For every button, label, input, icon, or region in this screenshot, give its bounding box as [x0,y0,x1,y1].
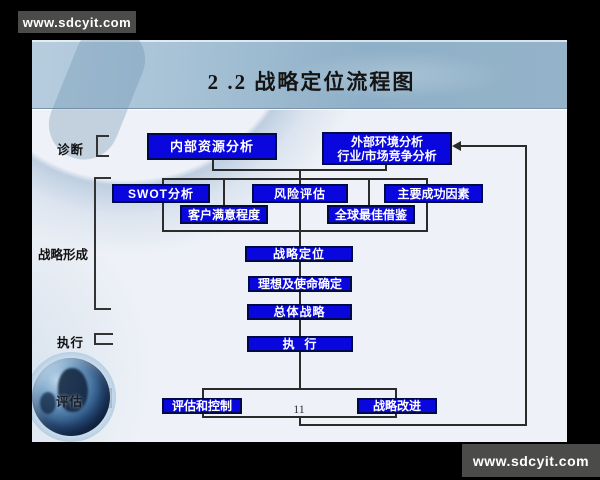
box-execute-label: 执 行 [282,337,318,351]
box-strategic-positioning-label: 战略定位 [272,247,325,261]
stage-label-execution: 执行 [57,336,85,350]
formation-bracket [94,177,111,310]
slide-title: 2 .2 战略定位流程图 [207,70,416,94]
box-swot: SWOT分析 [112,184,210,203]
box-risk-assessment: 风险评估 [252,184,348,203]
box-overall-strategy-label: 总体战略 [273,305,326,319]
slide: 2 .2 战略定位流程图 诊断 战略形成 执行 内部资源分析 外部环境分析 行业… [32,40,567,442]
box-global-benchmark-label: 全球最佳借鉴 [334,207,407,222]
box-key-success-factors-label: 主要成功因素 [397,186,470,201]
feedback-top-line [461,145,527,147]
box-customer-satisfaction: 客户满意程度 [180,205,268,224]
box-key-success-factors: 主要成功因素 [384,184,483,203]
connector-external-stub [385,163,387,170]
connector-customer [223,178,225,207]
diagnosis-bracket [96,135,109,157]
box-evaluation-control: 评估和控制 [162,398,242,414]
feedback-arrowhead-icon [452,141,461,151]
connector-internal-stub [212,160,214,170]
watermark-banner-top: www.sdcyit.com [18,11,136,33]
box-external-analysis-line2: 行业/市场竞争分析 [337,148,437,163]
box-external-analysis-line1: 外部环境分析 [350,134,423,149]
stage-label-formation: 战略形成 [38,248,89,262]
connector-benchmark [368,178,370,207]
feedback-right-line [525,145,527,426]
box-overall-strategy: 总体战略 [247,304,352,320]
analysis-group-frame [162,178,428,232]
stage-label-evaluation: 评估 [56,395,84,409]
globe-icon [32,358,110,436]
box-global-benchmark: 全球最佳借鉴 [327,205,415,224]
box-internal-analysis: 内部资源分析 [147,133,277,160]
feedback-bottom-line [299,424,527,426]
box-swot-label: SWOT分析 [128,186,194,201]
box-execute: 执 行 [247,336,353,352]
watermark-banner-bottom: www.sdcyit.com [462,444,600,477]
page-number: 11 [293,402,305,416]
box-customer-satisfaction-label: 客户满意程度 [187,207,260,222]
box-strategy-improvement: 战略改进 [357,398,437,414]
box-evaluation-control-label: 评估和控制 [171,399,232,413]
watermark-text-bottom: www.sdcyit.com [472,452,590,469]
stage-label-diagnosis: 诊断 [57,143,85,157]
box-strategy-improvement-label: 战略改进 [372,399,421,413]
watermark-text-top: www.sdcyit.com [22,14,132,30]
box-risk-assessment-label: 风险评估 [273,186,326,201]
box-strategic-positioning: 战略定位 [245,246,353,262]
execution-bracket [94,333,113,345]
box-vision-mission: 理想及使命确定 [248,276,352,292]
feedback-stub [299,418,301,426]
box-internal-analysis-label: 内部资源分析 [169,138,254,154]
box-external-analysis: 外部环境分析 行业/市场竞争分析 [322,132,452,165]
title-band [32,40,567,109]
box-vision-mission-label: 理想及使命确定 [257,277,342,291]
